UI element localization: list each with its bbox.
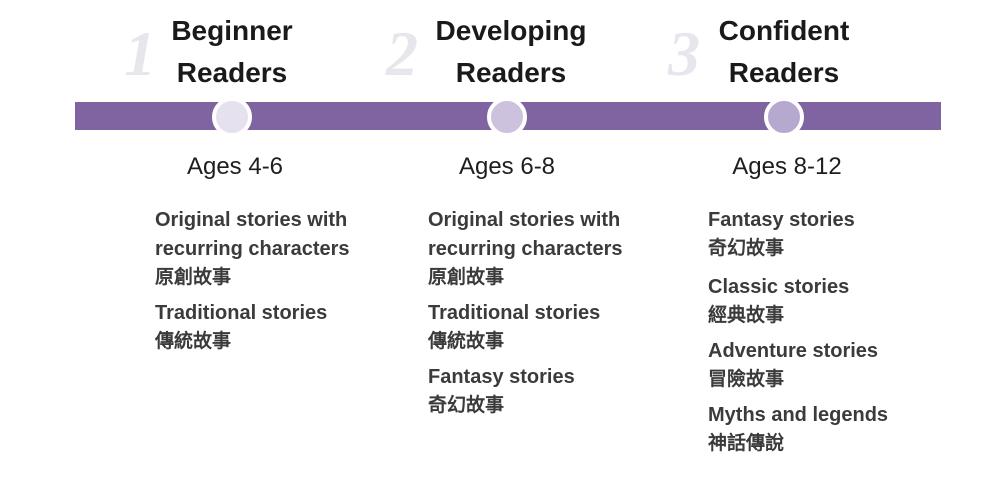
story-item: Myths and legends 神話傳說 <box>708 401 958 456</box>
story-title-zh: 奇幻故事 <box>428 394 505 416</box>
story-item: Classic stories 經典故事 <box>708 273 958 328</box>
story-title-en: Traditional stories <box>155 302 328 324</box>
story-title-zh: 奇幻故事 <box>708 237 785 259</box>
stage-3-number: 3 <box>668 18 700 89</box>
story-item: Original stories with recurring characte… <box>155 206 405 290</box>
stage-3-story-list: Fantasy stories 奇幻故事 Classic stories 經典故… <box>708 206 958 465</box>
stage-1-title-line1: Beginner <box>171 15 293 46</box>
story-title-en: Adventure stories <box>708 340 879 362</box>
stage-1-node <box>212 97 252 137</box>
stage-1-story-list: Original stories with recurring characte… <box>155 206 405 363</box>
stage-3-title-line2: Readers <box>728 57 840 88</box>
stage-2-title: Developing Readers <box>426 10 596 94</box>
story-title-en: Fantasy stories <box>708 209 855 231</box>
story-title-en: Original stories with recurring characte… <box>155 209 350 260</box>
story-item: Fantasy stories 奇幻故事 <box>428 363 678 418</box>
story-item: Adventure stories 冒險故事 <box>708 337 958 392</box>
story-title-zh: 經典故事 <box>708 304 785 326</box>
story-title-zh: 傳統故事 <box>428 330 505 352</box>
stage-1-title: Beginner Readers <box>147 10 317 94</box>
story-title-en: Traditional stories <box>428 302 601 324</box>
stage-2-title-line1: Developing <box>435 15 587 46</box>
story-title-en: Myths and legends <box>708 404 889 426</box>
stage-1-number: 1 <box>124 18 156 89</box>
stage-3-ages: Ages 8-12 <box>732 153 842 180</box>
story-title-zh: 傳統故事 <box>155 330 232 352</box>
stage-1-title-line2: Readers <box>176 57 288 88</box>
story-title-zh: 原創故事 <box>155 266 232 288</box>
story-title-en: Fantasy stories <box>428 366 575 388</box>
story-title-zh: 神話傳說 <box>708 432 785 454</box>
stage-2-story-list: Original stories with recurring characte… <box>428 206 678 427</box>
stage-3-title-line1: Confident <box>718 15 850 46</box>
story-title-en: Classic stories <box>708 276 850 298</box>
story-title-en: Original stories with recurring characte… <box>428 209 623 260</box>
stage-2-number: 2 <box>386 18 418 89</box>
stage-1-ages: Ages 4-6 <box>186 153 284 180</box>
stage-2-ages: Ages 6-8 <box>458 153 556 180</box>
story-item: Traditional stories 傳統故事 <box>428 299 678 354</box>
stage-3-node <box>764 97 804 137</box>
stage-2-node <box>487 97 527 137</box>
story-item: Traditional stories 傳統故事 <box>155 299 405 354</box>
stage-2-title-line2: Readers <box>455 57 567 88</box>
stage-3-title: Confident Readers <box>699 10 869 94</box>
story-item: Original stories with recurring characte… <box>428 206 678 290</box>
story-item: Fantasy stories 奇幻故事 <box>708 206 958 261</box>
story-title-zh: 原創故事 <box>428 266 505 288</box>
story-title-zh: 冒險故事 <box>708 368 785 390</box>
